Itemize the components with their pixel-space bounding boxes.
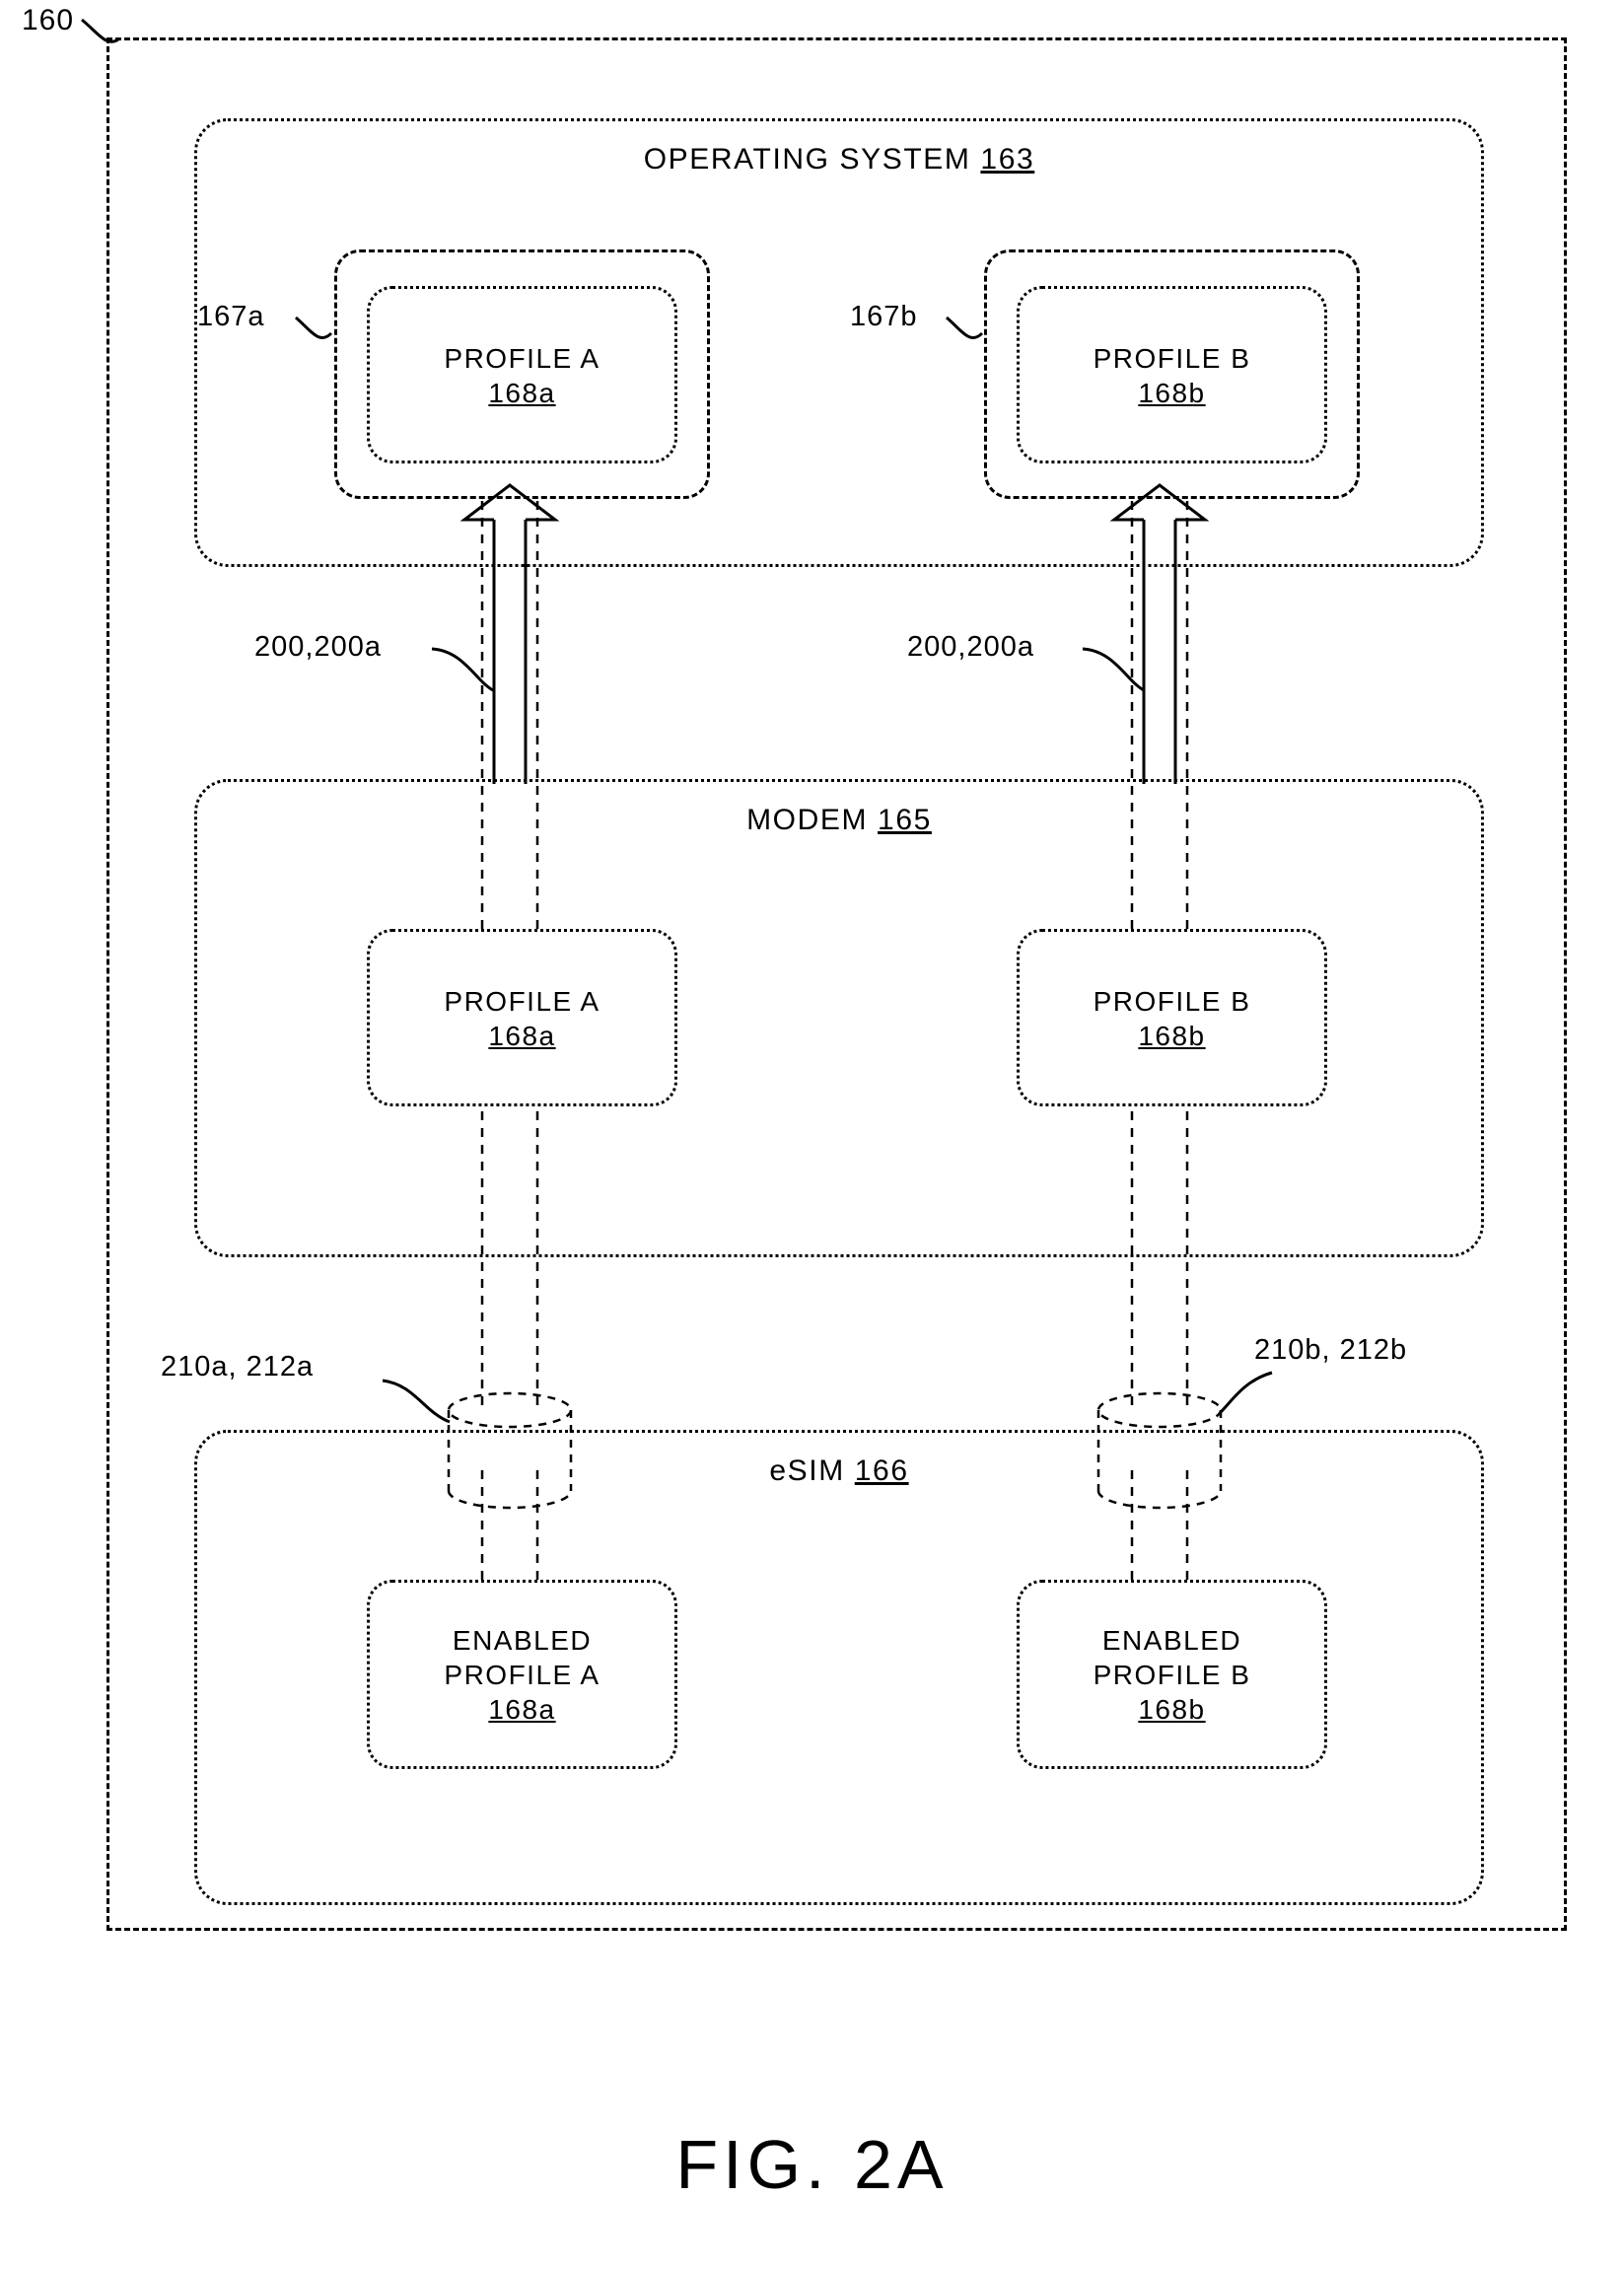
modem-title: MODEM 165 [197, 804, 1481, 837]
esim-enabled-profile-a-name: ENABLED PROFILE A [444, 1625, 600, 1690]
device-boundary [106, 37, 1567, 1931]
modem-title-text: MODEM [746, 804, 879, 836]
reference-label-167a: 167a [197, 301, 265, 332]
esim-enabled-profile-b-ref: 168b [1138, 1694, 1206, 1725]
figure-caption: FIG. 2A [675, 2126, 949, 2203]
operating-system-title: OPERATING SYSTEM 163 [197, 143, 1481, 177]
os-profile-a-ref: 168a [488, 377, 556, 408]
reference-label-210b-212b: 210b, 212b [1254, 1334, 1408, 1366]
os-profile-b-box: PROFILE B 168b [1017, 286, 1327, 463]
modem-ref: 165 [878, 804, 932, 836]
reference-label-210a-212a: 210a, 212a [161, 1351, 315, 1383]
esim-ref: 166 [854, 1454, 909, 1487]
esim-enabled-profile-a-ref: 168a [488, 1694, 556, 1725]
esim-enabled-profile-a-box: ENABLED PROFILE A 168a [367, 1580, 677, 1769]
esim-enabled-profile-b-box: ENABLED PROFILE B 168b [1017, 1580, 1327, 1769]
os-profile-b-ref: 168b [1138, 377, 1206, 408]
esim-enabled-profile-b-name: ENABLED PROFILE B [1093, 1625, 1251, 1690]
os-profile-a-box: PROFILE A 168a [367, 286, 677, 463]
operating-system-ref: 163 [980, 143, 1035, 176]
operating-system-title-text: OPERATING SYSTEM [643, 143, 981, 176]
os-profile-b-name: PROFILE B [1093, 342, 1251, 374]
esim-title: eSIM 166 [197, 1454, 1481, 1488]
modem-profile-a-box: PROFILE A 168a [367, 929, 677, 1106]
reference-label-200-200a-right: 200,200a [907, 631, 1034, 663]
modem-profile-a-name: PROFILE A [444, 985, 600, 1017]
modem-profile-a-ref: 168a [488, 1020, 556, 1051]
reference-label-160: 160 [22, 4, 75, 36]
modem-layer: MODEM 165 [194, 779, 1484, 1257]
modem-profile-b-name: PROFILE B [1093, 985, 1251, 1017]
modem-profile-b-box: PROFILE B 168b [1017, 929, 1327, 1106]
os-profile-a-name: PROFILE A [444, 342, 600, 374]
operating-system-layer: OPERATING SYSTEM 163 [194, 118, 1484, 567]
reference-label-167b: 167b [850, 301, 918, 332]
reference-label-200-200a-left: 200,200a [254, 631, 382, 663]
esim-title-text: eSIM [769, 1454, 855, 1487]
esim-layer: eSIM 166 [194, 1430, 1484, 1905]
modem-profile-b-ref: 168b [1138, 1020, 1206, 1051]
